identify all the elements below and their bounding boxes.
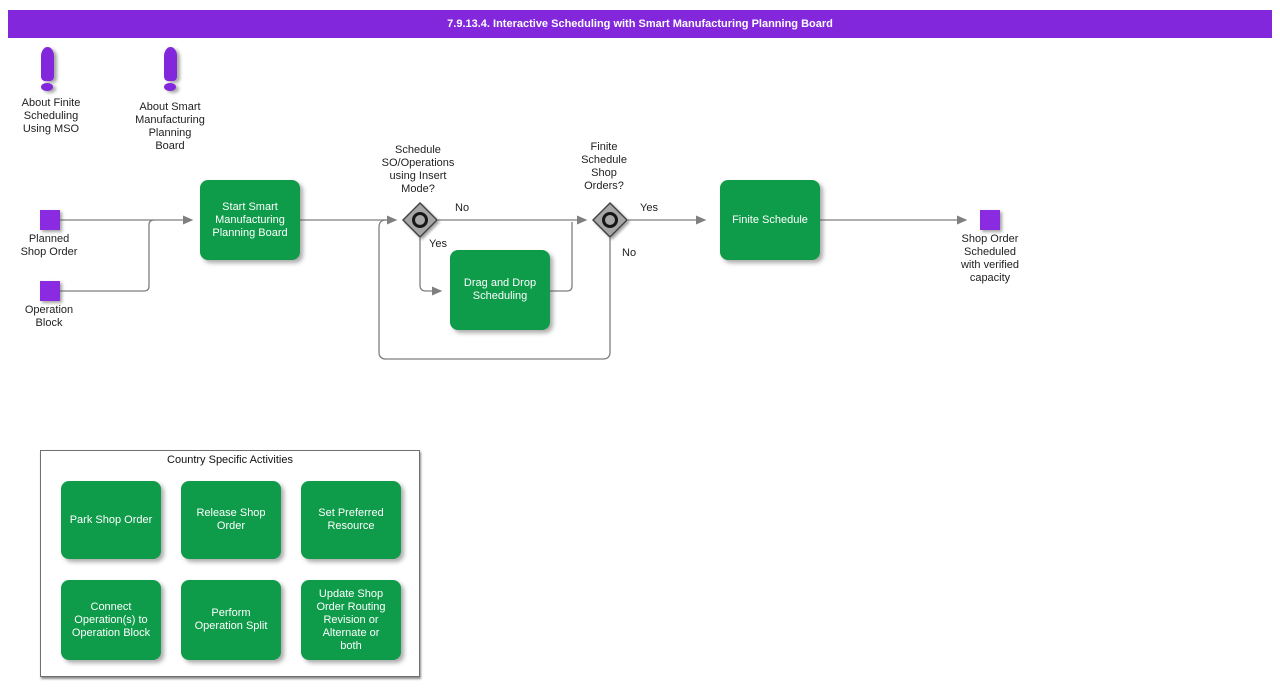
- task-finite-schedule[interactable]: Finite Schedule: [720, 180, 820, 260]
- branch-insert-no-label: No: [455, 202, 470, 214]
- task-perform-operation-split[interactable]: Perform Operation Split: [181, 580, 281, 660]
- branch-finite-yes-label: Yes: [640, 202, 658, 214]
- about-smart-note[interactable]: [164, 47, 178, 91]
- task-set-preferred-resource[interactable]: Set Preferred Resource: [301, 481, 401, 559]
- country-specific-activities-title: Country Specific Activities: [167, 454, 293, 466]
- branch-finite-no-label: No: [622, 247, 637, 259]
- gateway-insert-mode-label: Schedule SO/Operations using Insert Mode…: [381, 144, 455, 195]
- about-finite-note[interactable]: [41, 47, 55, 91]
- page-title: 7.9.13.4. Interactive Scheduling with Sm…: [8, 10, 1272, 38]
- task-start-smart-planning-board[interactable]: Start Smart Manufacturing Planning Board: [200, 180, 300, 260]
- operation-block-event[interactable]: [40, 281, 60, 301]
- planned-shop-order-label: Planned Shop Order: [20, 233, 78, 258]
- gateway-insert-mode-icon: [402, 202, 438, 238]
- planned-shop-order-event[interactable]: [40, 210, 60, 230]
- shop-order-scheduled-label: Shop Order Scheduled with verified capac…: [960, 233, 1020, 284]
- exclamation-dot-icon: [164, 83, 176, 91]
- task-park-shop-order[interactable]: Park Shop Order: [61, 481, 161, 559]
- operation-block-label: Operation Block: [24, 304, 74, 329]
- exclamation-dot-icon: [41, 83, 53, 91]
- exclamation-icon: [164, 47, 177, 81]
- shop-order-scheduled-event[interactable]: [980, 210, 1000, 230]
- about-smart-label: About Smart Manufacturing Planning Board: [135, 101, 205, 152]
- task-connect-operations-to-operation-block[interactable]: Connect Operation(s) to Operation Block: [61, 580, 161, 660]
- task-update-shop-order-routing[interactable]: Update Shop Order Routing Revision or Al…: [301, 580, 401, 660]
- task-drag-and-drop-scheduling[interactable]: Drag and Drop Scheduling: [450, 250, 550, 330]
- gateway-finite-schedule-icon: [592, 202, 628, 238]
- flow-dragdrop-merge: [550, 222, 573, 292]
- gateway-finite-schedule-label: Finite Schedule Shop Orders?: [581, 141, 627, 192]
- task-release-shop-order[interactable]: Release Shop Order: [181, 481, 281, 559]
- about-finite-label: About Finite Scheduling Using MSO: [21, 97, 81, 135]
- branch-insert-yes-label: Yes: [429, 238, 447, 250]
- exclamation-icon: [41, 47, 54, 81]
